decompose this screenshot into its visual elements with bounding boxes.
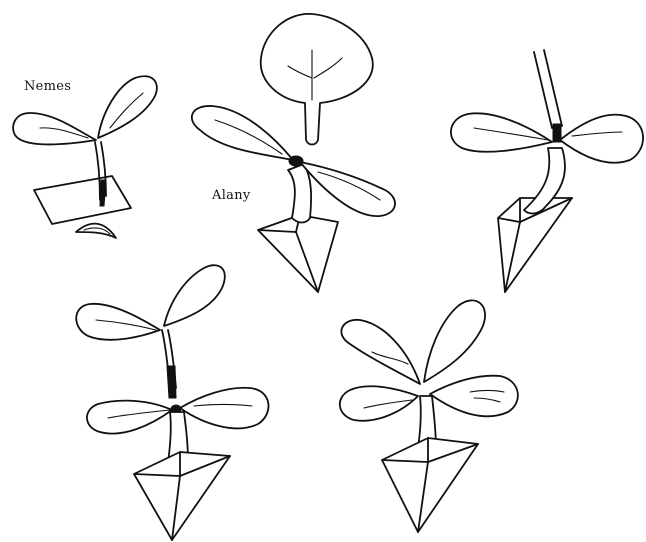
- plant-upper-left-leaf: [341, 320, 420, 384]
- healed-base-block: [134, 452, 230, 540]
- plant-upper-right-leaf: [424, 300, 485, 382]
- panel-graft-union-healing: [76, 265, 268, 540]
- plant-lower-left-leaf: [340, 386, 418, 421]
- grafted-right-cotyledon: [560, 115, 643, 163]
- scion-upper-left-cotyledon: [76, 304, 160, 340]
- panel-scion-seedling: [13, 76, 157, 238]
- rootstock-growing-point: [289, 156, 303, 166]
- rootstock-right-cotyledon: [300, 162, 395, 216]
- detached-true-leaf: [261, 14, 373, 145]
- panel-rootstock-seedling: [192, 14, 395, 292]
- rootstock-lower-left-cotyledon: [87, 401, 172, 434]
- panel-graft-clipped: [451, 50, 643, 292]
- scion-label: Nemes: [24, 79, 71, 94]
- scion-cut-piece: [76, 224, 116, 238]
- graft-union-mark: [167, 366, 176, 398]
- rootstock-left-cotyledon: [192, 106, 293, 160]
- scion-base-block: [34, 176, 131, 224]
- panel-grafted-plant-grown: [340, 300, 518, 532]
- rootstock-stem: [288, 164, 311, 223]
- graft-clip-jaw: [553, 124, 561, 142]
- rootstock-lower-right-cotyledon: [180, 388, 268, 429]
- plant-base-block: [382, 438, 478, 532]
- plant-lower-right-leaf: [430, 376, 518, 417]
- scion-upper-right-cotyledon: [164, 265, 225, 326]
- rootstock-label: Alany: [212, 188, 251, 203]
- graft-clip: [534, 50, 562, 128]
